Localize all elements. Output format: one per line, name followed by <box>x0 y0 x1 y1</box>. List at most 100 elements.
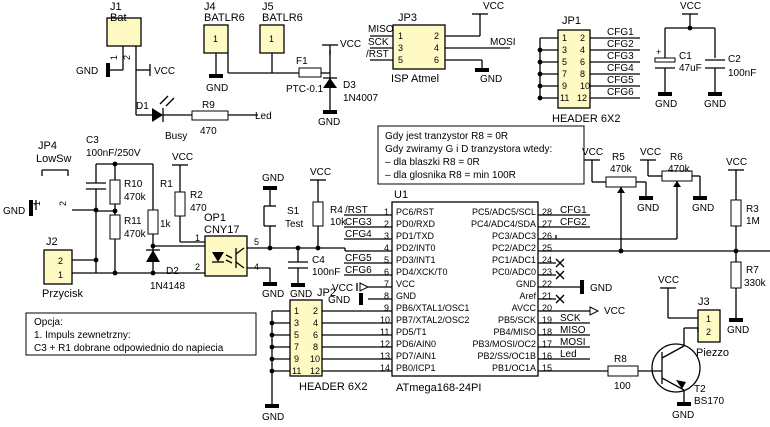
svg-text:R10: R10 <box>124 179 143 190</box>
svg-text:PC5/ADC5/SCL: PC5/ADC5/SCL <box>472 207 536 217</box>
r2-resistor: VCC R2 470 <box>172 152 207 243</box>
svg-text:CNY17: CNY17 <box>204 224 239 236</box>
svg-text:VCC: VCC <box>332 283 353 294</box>
svg-text:11: 11 <box>380 327 389 337</box>
d2-diode: D2 1N4148 <box>146 243 205 292</box>
r10-r11-divider: R10 470k R11 470k <box>96 164 147 273</box>
svg-text:GND: GND <box>262 289 284 300</box>
svg-text:GND: GND <box>590 283 612 294</box>
svg-text:PD6/AIN0: PD6/AIN0 <box>396 339 436 349</box>
svg-text:5: 5 <box>294 330 299 340</box>
svg-text:R7: R7 <box>746 265 759 276</box>
svg-text:27: 27 <box>542 219 552 229</box>
j4-connector: J4 BATLR6 1 GND <box>203 1 245 94</box>
cfg-net-label: CFG2 <box>607 39 634 50</box>
c4-capacitor: GND C4 100nF <box>288 245 340 300</box>
svg-text:GND: GND <box>3 206 25 217</box>
svg-text:C3 + R1 dobrane odpowiednio do: C3 + R1 dobrane odpowiednio do napiecia <box>34 343 224 354</box>
svg-text:PD1/TXD: PD1/TXD <box>396 231 435 241</box>
svg-text:PB7/XTAL2/OSC2: PB7/XTAL2/OSC2 <box>396 315 469 325</box>
d1-led: D1 Busy <box>136 95 192 142</box>
svg-text:1: 1 <box>384 207 389 217</box>
svg-text:R11: R11 <box>124 216 142 227</box>
svg-text:C1: C1 <box>679 51 692 62</box>
svg-text:+: + <box>656 47 661 57</box>
svg-text:9: 9 <box>294 354 299 364</box>
cfg-net-label: CFG3 <box>607 51 634 62</box>
svg-text:C4: C4 <box>312 255 325 266</box>
svg-text:VCC: VCC <box>310 167 331 178</box>
svg-text:330k: 330k <box>744 278 767 289</box>
svg-text:LowSw: LowSw <box>36 153 72 165</box>
t2-transistor: GND T2 BS170 <box>651 328 724 421</box>
svg-text:3: 3 <box>398 43 403 53</box>
svg-text:R2: R2 <box>190 190 203 201</box>
svg-text:CFG4: CFG4 <box>345 229 372 240</box>
svg-text:F1: F1 <box>296 56 308 67</box>
d3-diode: VCC D3 1N4007 GND <box>318 39 378 128</box>
svg-text:R1: R1 <box>160 179 173 190</box>
r9-value: 470 <box>200 126 217 137</box>
svg-text:22: 22 <box>542 279 552 289</box>
vcc-label: VCC <box>154 66 175 77</box>
svg-text:8: 8 <box>384 291 389 301</box>
svg-text:5: 5 <box>562 57 567 67</box>
svg-text:PD7/AIN1: PD7/AIN1 <box>396 351 436 361</box>
svg-text:Piezzo: Piezzo <box>696 347 729 359</box>
svg-text:JP4: JP4 <box>38 140 57 152</box>
r8-note: Gdy jest tranzystor R8 = 0R Gdy zwiramy … <box>377 125 585 185</box>
svg-text:PD3/INT1: PD3/INT1 <box>396 255 436 265</box>
svg-text:18: 18 <box>542 327 552 337</box>
svg-text:Gdy jest tranzystor R8 = 0R: Gdy jest tranzystor R8 = 0R <box>385 131 508 142</box>
svg-text:14: 14 <box>380 363 390 373</box>
svg-text:10: 10 <box>580 81 590 91</box>
svg-text:BATLR6: BATLR6 <box>262 12 303 24</box>
svg-text:19: 19 <box>542 315 552 325</box>
svg-text:D3: D3 <box>343 80 356 91</box>
svg-text:470k: 470k <box>124 192 147 203</box>
svg-text:1N4148: 1N4148 <box>150 281 185 292</box>
d1-ref: D1 <box>136 101 149 112</box>
svg-text:470k: 470k <box>610 164 633 175</box>
svg-text:4: 4 <box>384 243 389 253</box>
svg-text:MOSI: MOSI <box>490 37 516 48</box>
j5-connector: J5 BATLR6 1 <box>227 1 303 74</box>
svg-text:6: 6 <box>580 57 585 67</box>
svg-text:GND: GND <box>328 295 350 306</box>
svg-text:/RST: /RST <box>366 49 389 60</box>
svg-text:11: 11 <box>560 93 569 103</box>
svg-text:3: 3 <box>562 45 567 55</box>
svg-text:GND: GND <box>727 325 749 336</box>
r3-r7-divider: VCC GND R3 1M R7 330k <box>726 157 767 336</box>
u1-pin-13: 13 PD7/AIN1 <box>380 351 436 361</box>
r9-ref: R9 <box>202 100 215 111</box>
svg-text:PB0/ICP1: PB0/ICP1 <box>396 363 436 373</box>
svg-text:3: 3 <box>294 318 299 328</box>
svg-text:20: 20 <box>542 303 552 313</box>
svg-text:1M: 1M <box>746 216 760 227</box>
svg-text:JP2: JP2 <box>317 287 336 299</box>
svg-text:10: 10 <box>380 315 390 325</box>
svg-text:BATLR6: BATLR6 <box>204 12 245 24</box>
d1-value: Busy <box>165 131 187 142</box>
svg-text:PTC-0.1: PTC-0.1 <box>286 84 324 95</box>
svg-text:VCC: VCC <box>340 39 361 50</box>
svg-text:GND: GND <box>704 99 726 110</box>
j3-piezzo: J3 1 2 Piezzo VCC <box>658 275 729 359</box>
svg-text:– dla glosnika R8 = min 100R: – dla glosnika R8 = min 100R <box>385 170 516 181</box>
svg-text:28: 28 <box>542 207 552 217</box>
cfg-net-label: CFG5 <box>607 75 634 86</box>
svg-text:13: 13 <box>380 351 390 361</box>
svg-text:Test: Test <box>285 219 304 230</box>
